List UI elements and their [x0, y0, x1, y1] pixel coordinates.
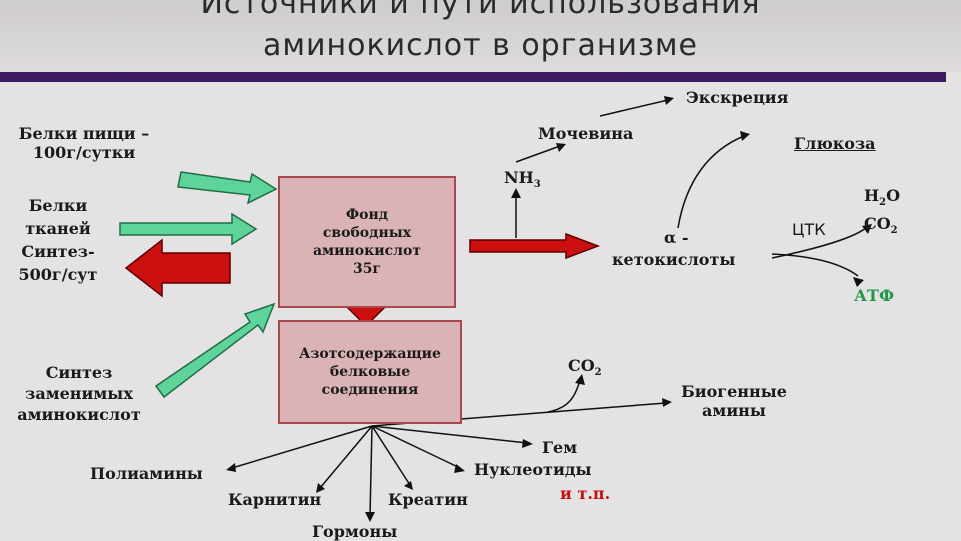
tissue-synthesis-red-arrow — [124, 238, 231, 298]
to-heme-line — [371, 425, 528, 444]
polyamines-label: Полиамины — [90, 464, 203, 483]
nucleotides-label: Нуклеотиды — [474, 460, 592, 479]
amino-acid-pool-box: Фонд свободных аминокислот 35г — [278, 176, 456, 308]
atp-label: АТФ — [854, 286, 895, 305]
synthesis-arrow — [154, 302, 276, 399]
creatine-label: Креатин — [388, 490, 468, 509]
food-protein-arrow — [177, 171, 278, 205]
excretion-label: Экскреция — [686, 88, 789, 107]
to-carnitine-line — [319, 425, 373, 489]
to-nucleotides-line — [371, 425, 461, 469]
etc-label: и т.п. — [560, 484, 611, 503]
carnitine-label: Карнитин — [228, 490, 322, 509]
page-title-line1: Источники и пути использования — [200, 0, 761, 21]
biogenic-co2-curve — [547, 379, 581, 413]
tca-to-atp-curve — [771, 253, 859, 277]
synthesis-label: Синтез заменимых аминокислот — [17, 363, 141, 424]
nitrogen-compounds-box: Азотсодержащие белковые соединения — [278, 320, 462, 424]
pool-line1: Фонд — [345, 207, 389, 223]
pool-line4: 35г — [352, 261, 382, 277]
pool-line2: свободных — [322, 225, 412, 241]
h2o-label: H2O — [864, 186, 901, 209]
page-title-line2: аминокислот в организме — [262, 28, 699, 63]
glucose-label: Глюкоза — [794, 134, 876, 153]
biogenic-amines-label: Биогенные амины — [681, 382, 787, 420]
nh3-label: NH3 — [504, 168, 541, 191]
ketoacids-to-glucose-curve — [677, 135, 745, 229]
to-creatine-line — [371, 425, 411, 486]
tissue-protein-arrow — [119, 212, 258, 246]
tissue-protein-label: Белки тканей Синтез- 500г/сут — [18, 196, 98, 284]
ketoacids-label: кетокислоты — [612, 250, 736, 269]
nitrogen-line1: Азотсодержащие — [299, 346, 441, 362]
nitrogen-line3: соединения — [321, 382, 419, 398]
to-polyamines-line — [231, 425, 373, 469]
co2-right-label: CO2 — [864, 214, 898, 237]
nitrogen-line2: белковые — [329, 364, 411, 380]
urea-label: Мочевина — [538, 124, 634, 143]
urea-to-excretion-line — [599, 99, 669, 117]
hormones-label: Гормоны — [312, 522, 398, 541]
to-hormones-line — [369, 425, 373, 517]
heme-label: Гем — [542, 438, 578, 457]
tca-label: ЦТК — [792, 220, 826, 239]
food-protein-label: Белки пищи – 100г/сутки — [18, 124, 150, 162]
title-area — [0, 0, 961, 72]
title-divider-bar — [0, 72, 946, 82]
nh3-to-urea-line — [515, 145, 561, 163]
pool-line3: аминокислот — [312, 243, 422, 259]
co2-mid-label: CO2 — [568, 356, 602, 379]
pool-to-ketoacids-red-arrow — [469, 232, 601, 260]
alpha-label: α - — [664, 228, 689, 247]
